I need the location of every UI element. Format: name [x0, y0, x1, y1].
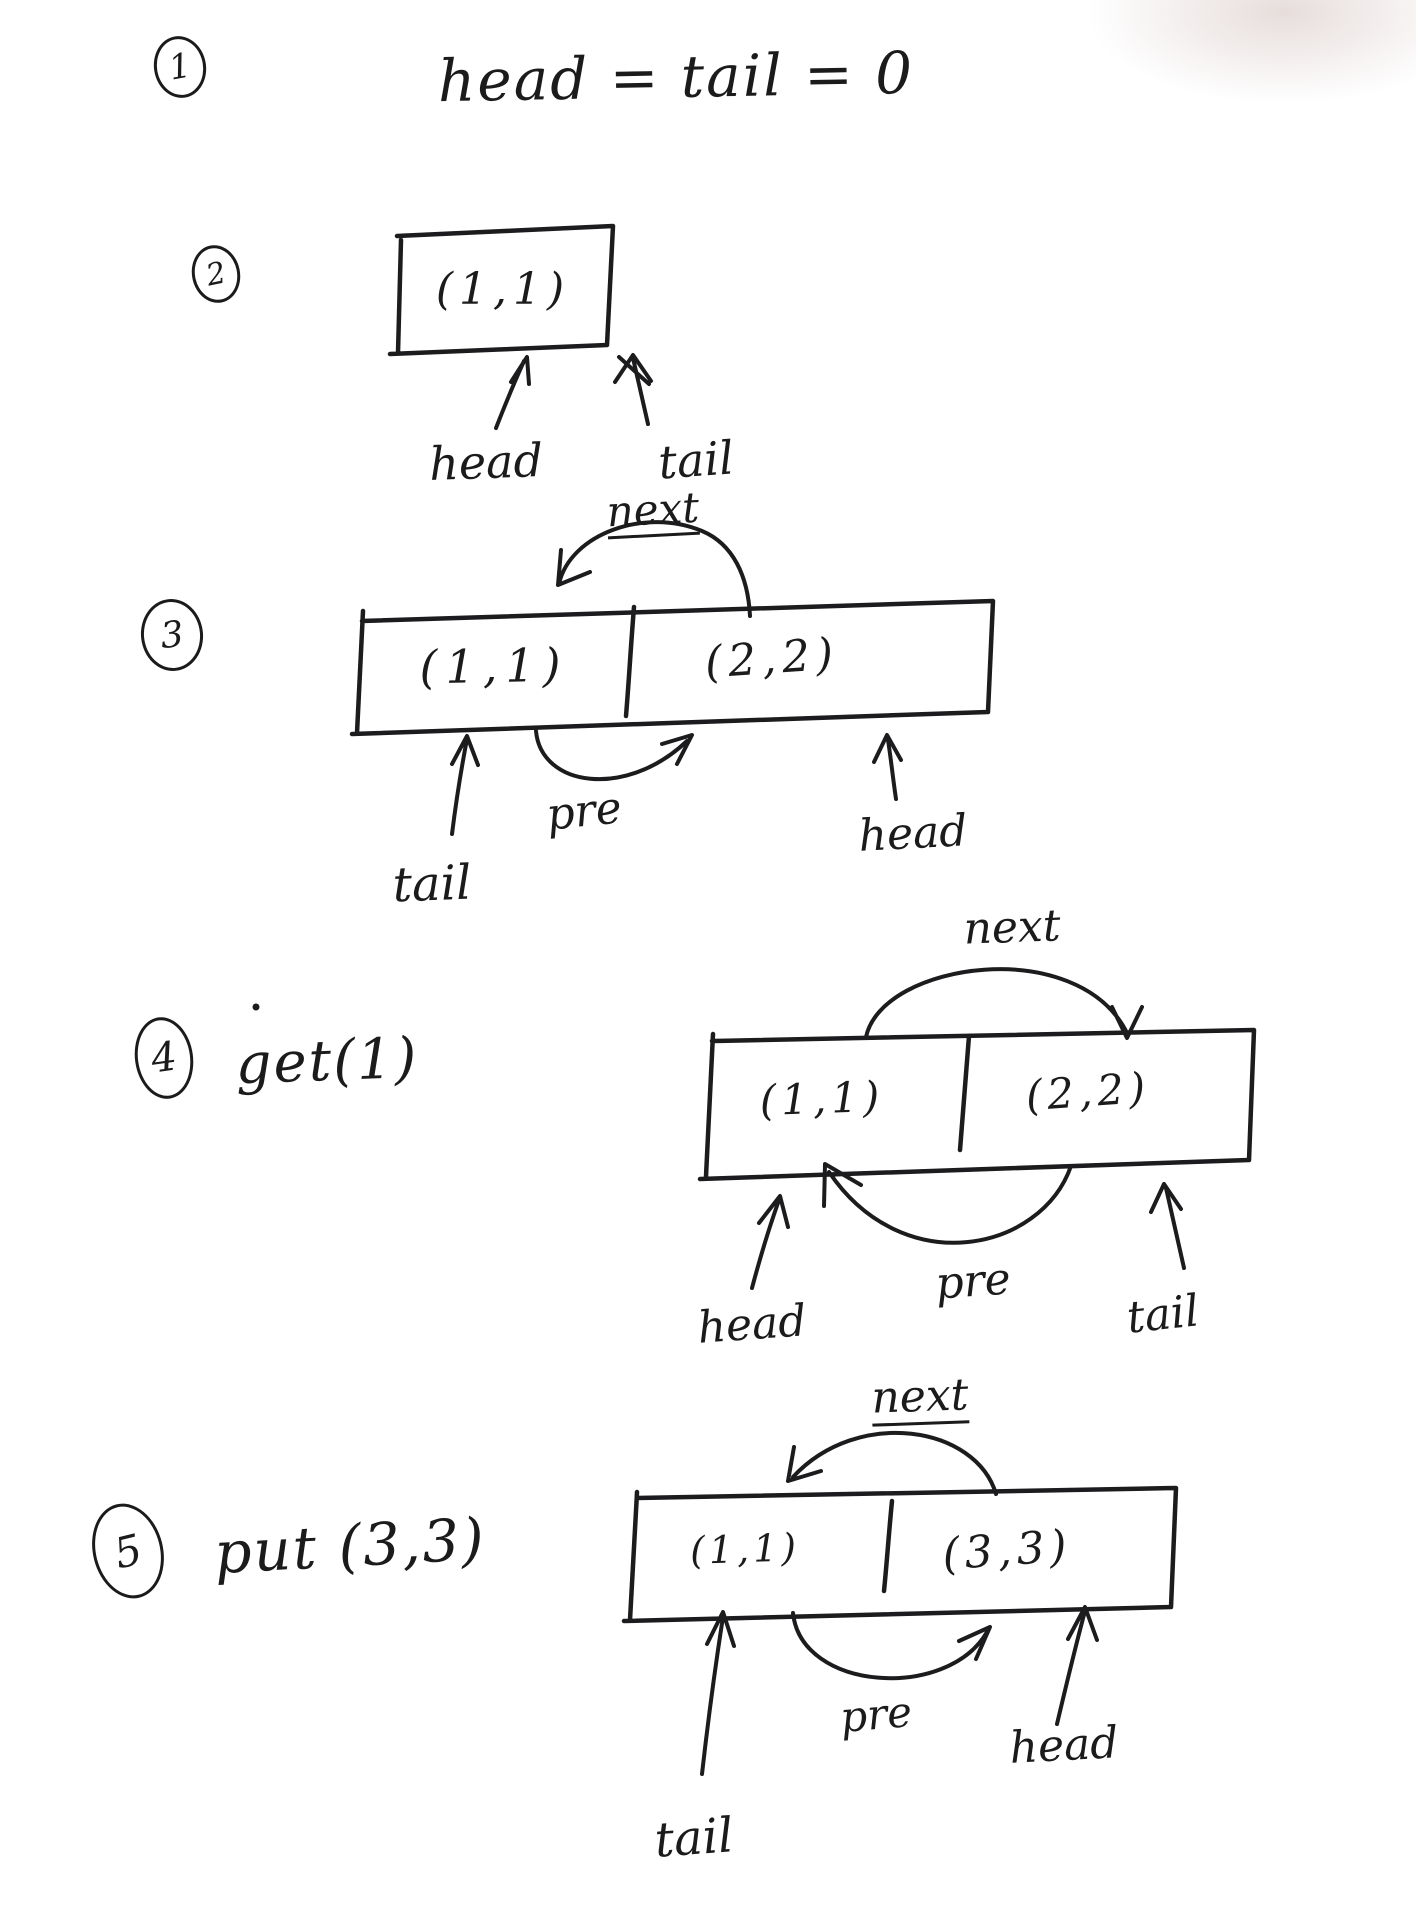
step4-strokes	[252, 967, 1257, 1290]
step2-node1-value: (1,1)	[435, 264, 571, 315]
step2-strokes	[387, 223, 653, 430]
step5-node-divider	[881, 1498, 895, 1594]
step4-tail-label: tail	[1124, 1285, 1202, 1344]
step5-op: put (3,3)	[212, 1504, 488, 1588]
step5-pre-arc	[791, 1611, 992, 1681]
step5-node1-value: (1,1)	[689, 1525, 801, 1573]
step5-node2-value: (3,3)	[940, 1520, 1074, 1581]
step2-head-arrow	[494, 355, 531, 430]
step4-tail-arrow	[1149, 1182, 1186, 1270]
step4-head-arrow	[750, 1194, 790, 1290]
step4-node2-value: (2,2)	[1024, 1062, 1152, 1121]
step5-tail-label: tail	[652, 1807, 736, 1869]
step5-tail-arrow	[700, 1610, 736, 1776]
step3-strokes	[349, 520, 996, 836]
step4-pre-label: pre	[933, 1253, 1013, 1310]
pen-dot	[252, 1003, 260, 1011]
step3-node1-value: (1,1)	[419, 637, 569, 695]
step4-next-label: next	[962, 900, 1062, 955]
step4-head-label: head	[695, 1295, 809, 1354]
step3-head-arrow	[872, 733, 903, 801]
step5-head-label: head	[1008, 1717, 1120, 1774]
step3-node-box	[349, 598, 996, 737]
step5-next-arc	[786, 1431, 998, 1496]
step3-next-label: next	[605, 483, 701, 540]
step1-formula: head = tail = 0	[437, 38, 915, 116]
step5-next-label: next	[871, 1369, 970, 1427]
step2-node-box	[387, 223, 616, 357]
step3-node2-value: (2,2)	[703, 628, 841, 689]
step3-tail-label: tail	[391, 854, 473, 914]
step3-head-label: head	[857, 805, 969, 862]
step3-pre-arc	[534, 729, 694, 782]
step2-tail-label: tail	[656, 430, 736, 490]
step3-tail-arrow	[450, 734, 480, 836]
step4-op: get(1)	[234, 1025, 420, 1098]
step5-head-arrow	[1055, 1605, 1099, 1726]
step3-pre-label: pre	[543, 782, 625, 841]
step5-pre-label: pre	[838, 1686, 914, 1743]
step4-node-box	[697, 1027, 1257, 1182]
step4-next-arc	[864, 967, 1144, 1040]
step3-next-arc	[556, 520, 752, 618]
step4-node1-value: (1,1)	[758, 1071, 886, 1126]
step2-head-label: head	[428, 433, 544, 491]
step4-pre-arc	[822, 1162, 1073, 1245]
step4-node-divider	[957, 1033, 972, 1153]
step2-tail-arrow	[613, 353, 653, 426]
step3-node-divider	[623, 604, 637, 719]
step5-node-box	[621, 1485, 1179, 1624]
step5-strokes	[621, 1431, 1179, 1776]
